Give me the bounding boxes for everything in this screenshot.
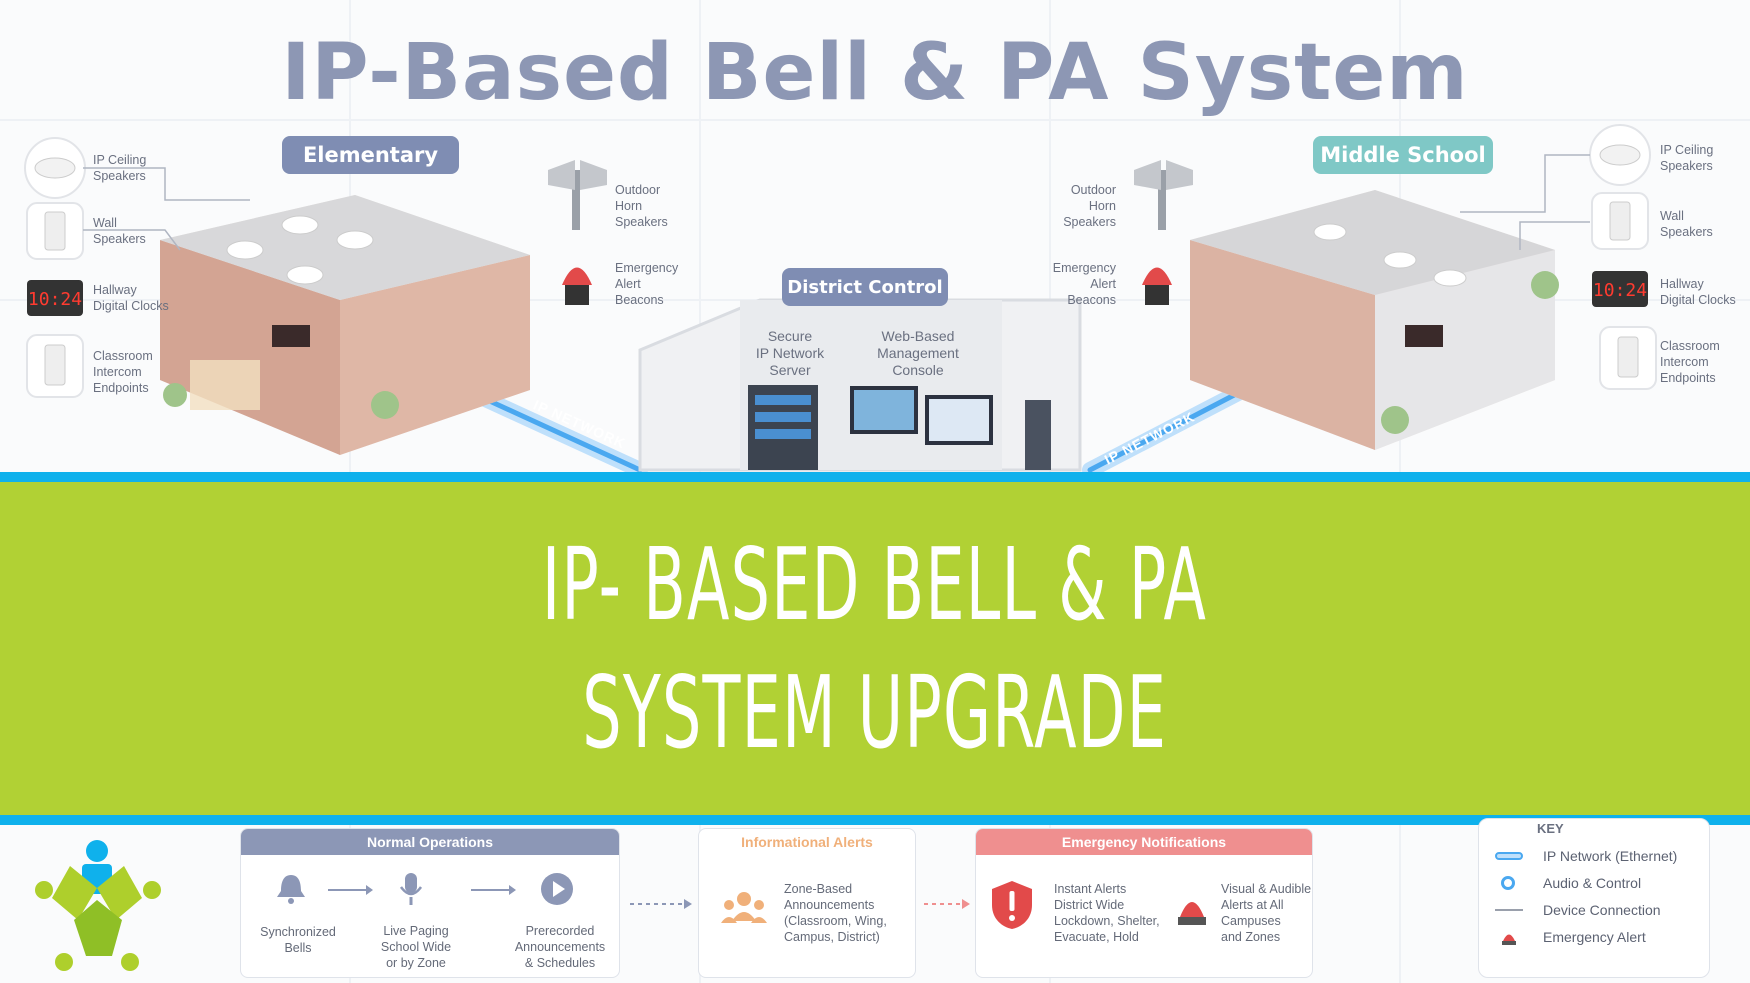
ip-network-line-right xyxy=(1082,384,1248,478)
middle-school-label: Middle School xyxy=(1313,136,1493,174)
company-logo xyxy=(35,840,161,971)
synchronized-bells-label: Synchronized Bells xyxy=(260,925,336,955)
middle-school-device-icons xyxy=(1460,124,1657,390)
middle-school-alert-beacons-label: Emergency Alert Beacons xyxy=(1052,261,1116,307)
banner-bottom-stripe xyxy=(0,815,1750,825)
emergency-notifications-title: Emergency Notifications xyxy=(976,829,1312,855)
banner-line-1: IP- BASED BELL & PA xyxy=(542,525,1208,643)
district-control-label: District Control xyxy=(782,268,948,306)
elementary-digital-clocks-label: Hallway Digital Clocks xyxy=(93,283,169,313)
banner-line-2: SYSTEM UPGRADE xyxy=(582,653,1168,771)
key-ip-network: IP Network (Ethernet) xyxy=(1493,846,1677,866)
dashed-arrow-icon xyxy=(630,899,692,909)
informational-alerts-title: Informational Alerts xyxy=(741,834,873,850)
elementary-wall-speakers-label: Wall Speakers xyxy=(93,216,146,246)
visual-audible-label: Visual & Audible Alerts at All Campuses … xyxy=(1221,882,1312,944)
arrow-icon xyxy=(471,885,516,895)
elementary-device-icons xyxy=(24,137,250,398)
emergency-notifications-panel: Emergency Notifications Instant Alerts D… xyxy=(975,828,1313,978)
dashed-arrow-icon xyxy=(924,899,970,909)
legend-key-panel: KEY IP Network (Ethernet) Audio & Contro… xyxy=(1478,818,1710,978)
middle-school-outdoor-icons xyxy=(1134,160,1193,305)
alert-beacon-icon xyxy=(1178,902,1206,925)
banner-top-stripe xyxy=(0,472,1750,482)
elementary-alert-beacons-label: Emergency Alert Beacons xyxy=(615,261,679,307)
elementary-building xyxy=(160,195,530,455)
normal-operations-panel: Normal Operations Synchronized Bells Liv… xyxy=(240,828,620,978)
elementary-clock-reading: 10:24 xyxy=(28,289,82,310)
key-title: KEY xyxy=(1537,821,1564,836)
ip-network-line-left xyxy=(462,384,648,478)
instant-alerts-label: Instant Alerts District Wide Lockdown, S… xyxy=(1054,882,1160,944)
server-label: Secure IP Network Server xyxy=(755,328,825,378)
group-icon xyxy=(721,892,767,923)
informational-alerts-panel: Informational Alerts Zone-Based Announce… xyxy=(698,828,916,978)
elementary-intercom-label: Classroom Intercom Endpoints xyxy=(93,349,153,395)
middle-school-clock-reading: 10:24 xyxy=(1593,280,1647,301)
key-ip-network-label: IP Network (Ethernet) xyxy=(1543,848,1678,864)
middle-school-wall-speakers-label: Wall Speakers xyxy=(1660,209,1713,239)
live-paging-label: Live Paging School Wide or by Zone xyxy=(380,924,452,970)
prerecorded-label: Prerecorded Announcements & Schedules xyxy=(514,924,606,970)
bell-icon xyxy=(277,875,305,904)
zone-based-label: Zone-Based Announcements (Classroom, Win… xyxy=(784,882,887,944)
microphone-icon xyxy=(399,873,423,905)
elementary-ceiling-speakers-label: IP Ceiling Speakers xyxy=(93,153,147,183)
normal-operations-title: Normal Operations xyxy=(241,829,619,855)
key-audio-control: Audio & Control xyxy=(1493,873,1641,893)
alert-beacon-icon xyxy=(1502,934,1516,945)
main-title: IP-Based Bell & PA System xyxy=(281,28,1469,118)
middle-school-building xyxy=(1190,190,1559,450)
arrow-icon xyxy=(328,885,373,895)
middle-school-horn-speakers-label: Outdoor Horn Speakers xyxy=(1063,183,1116,229)
elementary-label: Elementary xyxy=(282,136,459,174)
title-banner: IP- BASED BELL & PA SYSTEM UPGRADE xyxy=(0,482,1750,815)
key-device-connection-label: Device Connection xyxy=(1543,902,1661,918)
console-label: Web-Based Management Console xyxy=(877,328,959,378)
shield-alert-icon xyxy=(992,881,1032,929)
key-emergency-alert: Emergency Alert xyxy=(1493,927,1646,947)
key-device-connection: Device Connection xyxy=(1493,900,1661,920)
middle-school-ceiling-speakers-label: IP Ceiling Speakers xyxy=(1660,143,1714,173)
play-icon xyxy=(541,873,573,905)
middle-school-intercom-label: Classroom Intercom Endpoints xyxy=(1660,339,1720,385)
key-audio-control-label: Audio & Control xyxy=(1543,875,1642,891)
key-emergency-alert-label: Emergency Alert xyxy=(1543,929,1646,945)
middle-school-digital-clocks-label: Hallway Digital Clocks xyxy=(1660,277,1736,307)
elementary-horn-speakers-label: Outdoor Horn Speakers xyxy=(615,183,668,229)
elementary-outdoor-icons xyxy=(548,160,607,305)
district-control-room xyxy=(638,298,1082,472)
